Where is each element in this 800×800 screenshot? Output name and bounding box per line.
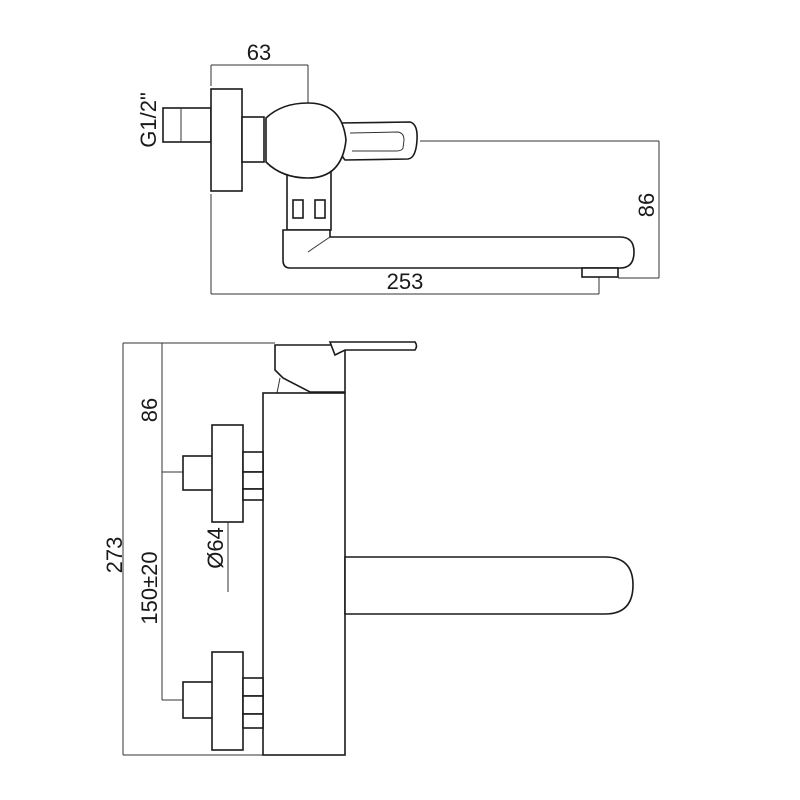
spout-front — [344, 556, 634, 615]
nut-upper — [242, 488, 264, 501]
lever-handle-side — [328, 341, 418, 357]
front-view: 86 273 150±20 Ø64 — [102, 341, 634, 756]
handle-detail — [276, 377, 281, 394]
dim-253-label: 253 — [387, 269, 424, 294]
lever-slot — [349, 131, 405, 152]
nut-lower — [242, 695, 264, 715]
flange-upper — [211, 424, 244, 523]
spout — [282, 229, 635, 269]
inlet-pipe — [162, 107, 212, 143]
mixer-body-ball — [265, 102, 347, 179]
spout-detail — [307, 236, 331, 253]
dim-86-top-label: 86 — [634, 193, 659, 217]
dim-273-label: 273 — [102, 537, 127, 574]
dim-86-front-label: 86 — [137, 398, 162, 422]
nut-lower — [242, 677, 264, 697]
dim-diameter-label: Ø64 — [203, 527, 228, 569]
lever-handle — [336, 121, 418, 161]
nut-lower — [242, 713, 264, 729]
mixer-body — [262, 392, 346, 756]
aerator — [581, 267, 619, 278]
dim-63-label: 63 — [247, 40, 271, 65]
nut-upper — [242, 451, 264, 473]
wall-flange — [210, 88, 243, 192]
collar — [241, 116, 265, 163]
flange-lower — [211, 651, 244, 751]
connector-nut — [314, 199, 326, 219]
inlet-pipe-lower — [182, 681, 214, 719]
nut-upper — [242, 471, 264, 490]
dim-thread-label: G1/2" — [136, 92, 161, 148]
top-view: 63 G1/2" 86 253 — [136, 40, 660, 295]
dim-150-label: 150±20 — [137, 551, 162, 624]
inlet-pipe-upper — [182, 455, 214, 491]
connector-nut — [292, 199, 304, 219]
